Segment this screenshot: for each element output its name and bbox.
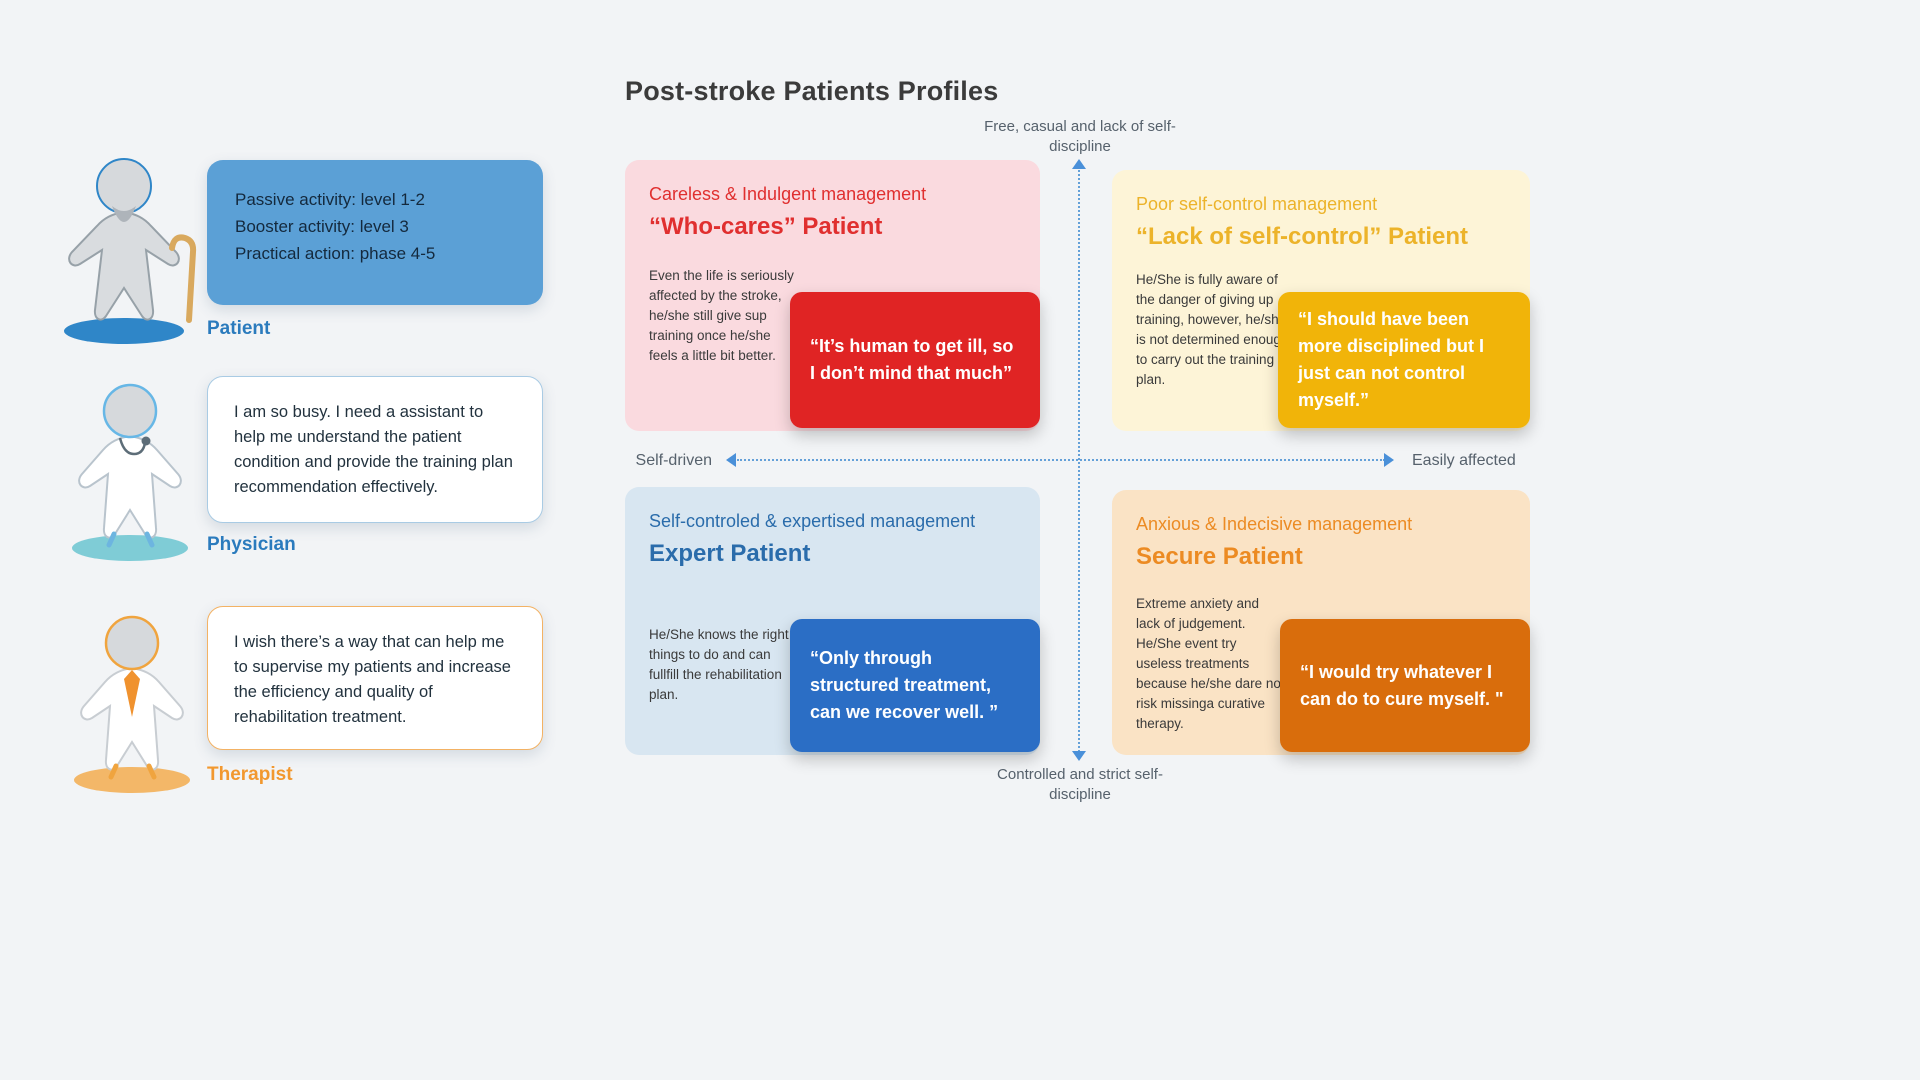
- page-title: Post-stroke Patients Profiles: [625, 76, 999, 106]
- axis-label-left: Self-driven: [635, 452, 712, 469]
- physician-speech-bubble: I am so busy. I need a assistant to help…: [207, 376, 543, 523]
- quadrant-management-label: Self-controled & expertised management: [649, 511, 976, 531]
- quadrant-expert-patient: Self-controled & expertised management E…: [625, 487, 1040, 755]
- arrow-right-icon: [1384, 453, 1394, 467]
- horizontal-axis-line: [737, 459, 1385, 461]
- therapist-illustration-icon: [62, 610, 212, 801]
- quadrant-management-label: Anxious & Indecisive management: [1136, 514, 1413, 534]
- patient-label-wrap: Patient: [207, 318, 270, 340]
- arrow-down-icon: [1072, 751, 1086, 761]
- quadrant-description: He/She knows the right things to do and …: [649, 627, 789, 702]
- quadrant-quote-card: “I should have been more disciplined but…: [1278, 292, 1530, 428]
- patient-bubble-line-2: Booster activity: level 3: [235, 217, 409, 236]
- quadrant-description: He/She is fully aware of the danger of g…: [1136, 272, 1289, 387]
- quadrant-description: Extreme anxiety and lack of judgement. H…: [1136, 596, 1285, 731]
- quadrant-quote-text: “Only through structured treatment, can …: [810, 648, 999, 722]
- quadrant-who-cares-patient: Careless & Indulgent management “Who-car…: [625, 160, 1040, 431]
- quadrant-quote-card: “Only through structured treatment, can …: [790, 619, 1040, 752]
- quadrant-management-label: Careless & Indulgent management: [649, 184, 927, 204]
- therapist-quote-text: I wish there’s a way that can help me to…: [234, 633, 511, 726]
- quadrant-title: “Who-cares” Patient: [649, 213, 883, 240]
- axis-label-right: Easily affected: [1412, 452, 1516, 469]
- axis-label-top: Free, casual and lack of self-discipline: [984, 118, 1176, 155]
- quadrant-description: Even the life is seriously affected by t…: [649, 268, 794, 363]
- therapist-label-wrap: Therapist: [207, 764, 293, 786]
- physician-label-wrap: Physician: [207, 534, 296, 556]
- quadrant-title: Secure Patient: [1136, 543, 1303, 570]
- patient-bubble-line-1: Passive activity: level 1-2: [235, 190, 425, 209]
- arrow-up-icon: [1072, 159, 1086, 169]
- quadrant-secure-patient: Anxious & Indecisive management Secure P…: [1112, 490, 1530, 755]
- quadrant-quote-text: “I should have been more disciplined but…: [1298, 309, 1485, 410]
- patient-bubble-line-3: Practical action: phase 4-5: [235, 244, 436, 263]
- physician-illustration-icon: [60, 378, 210, 569]
- therapist-speech-bubble: I wish there’s a way that can help me to…: [207, 606, 543, 750]
- patient-illustration-icon: [52, 152, 207, 353]
- patient-speech-bubble: Passive activity: level 1-2 Booster acti…: [207, 160, 543, 305]
- quadrant-title: “Lack of self-control” Patient: [1136, 223, 1469, 250]
- quadrant-quote-text: “I would try whatever I can do to cure m…: [1300, 661, 1504, 709]
- axis-label-bottom: Controlled and strict self-discipline: [997, 766, 1163, 803]
- quadrant-quote-card: “It’s human to get ill, so I don’t mind …: [790, 292, 1040, 428]
- physician-label: Physician: [207, 534, 296, 555]
- quadrant-quote-text: “It’s human to get ill, so I don’t mind …: [810, 336, 1014, 383]
- physician-quote-text: I am so busy. I need a assistant to help…: [234, 403, 513, 496]
- arrow-left-icon: [726, 453, 736, 467]
- vertical-axis-line: [1078, 170, 1080, 752]
- therapist-label: Therapist: [207, 764, 293, 785]
- quadrant-quote-card: “I would try whatever I can do to cure m…: [1280, 619, 1530, 752]
- quadrant-lack-of-self-control-patient: Poor self-control management “Lack of se…: [1112, 170, 1530, 431]
- quadrant-title: Expert Patient: [649, 540, 811, 567]
- quadrant-management-label: Poor self-control management: [1136, 194, 1378, 214]
- patient-label: Patient: [207, 318, 271, 339]
